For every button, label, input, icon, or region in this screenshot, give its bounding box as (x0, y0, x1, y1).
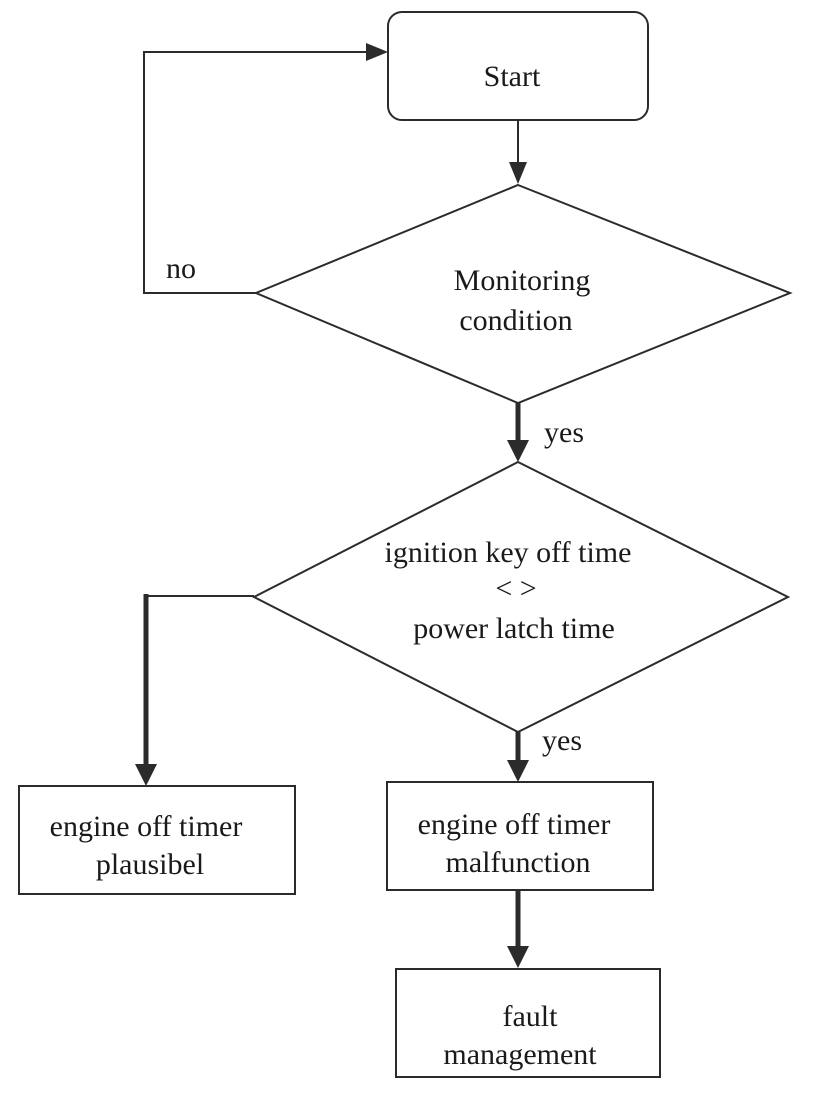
ignition-decision: ignition key off time < > power latch ti… (251, 460, 791, 734)
ignition-label-line2: < > (495, 572, 536, 605)
monitoring-label-line1: Monitoring (454, 264, 591, 297)
arrow-ignition-to-plausibel (135, 594, 254, 786)
no-loop-arrow (143, 43, 388, 294)
start-label: Start (484, 60, 541, 93)
malfunction-label-line2: malfunction (446, 846, 591, 879)
monitoring-condition-decision: Monitoring condition (253, 183, 793, 405)
arrow-malfunction-to-fault (507, 890, 529, 968)
arrow-ignition-to-malfunction (507, 732, 529, 782)
monitoring-label-line2: condition (459, 304, 572, 337)
start-node: Start (387, 11, 649, 121)
plausibel-node: engine off timer plausibel (18, 785, 296, 895)
plausibel-label-line2: plausibel (96, 848, 204, 881)
arrow-start-to-monitoring (509, 120, 527, 184)
plausibel-label-line1: engine off timer (50, 810, 243, 843)
arrow-monitoring-to-ignition (507, 403, 529, 462)
no-label: no (166, 252, 196, 285)
malfunction-label-line1: engine off timer (418, 808, 611, 841)
yes-label-monitoring: yes (544, 416, 584, 449)
fault-label-line2: management (443, 1038, 597, 1071)
fault-label-line1: fault (503, 1000, 559, 1033)
ignition-label-line1: ignition key off time (385, 536, 632, 569)
fault-management-node: fault management (395, 968, 661, 1078)
yes-label-ignition: yes (542, 724, 582, 757)
malfunction-node: engine off timer malfunction (386, 781, 654, 891)
ignition-label-line3: power latch time (413, 612, 615, 645)
